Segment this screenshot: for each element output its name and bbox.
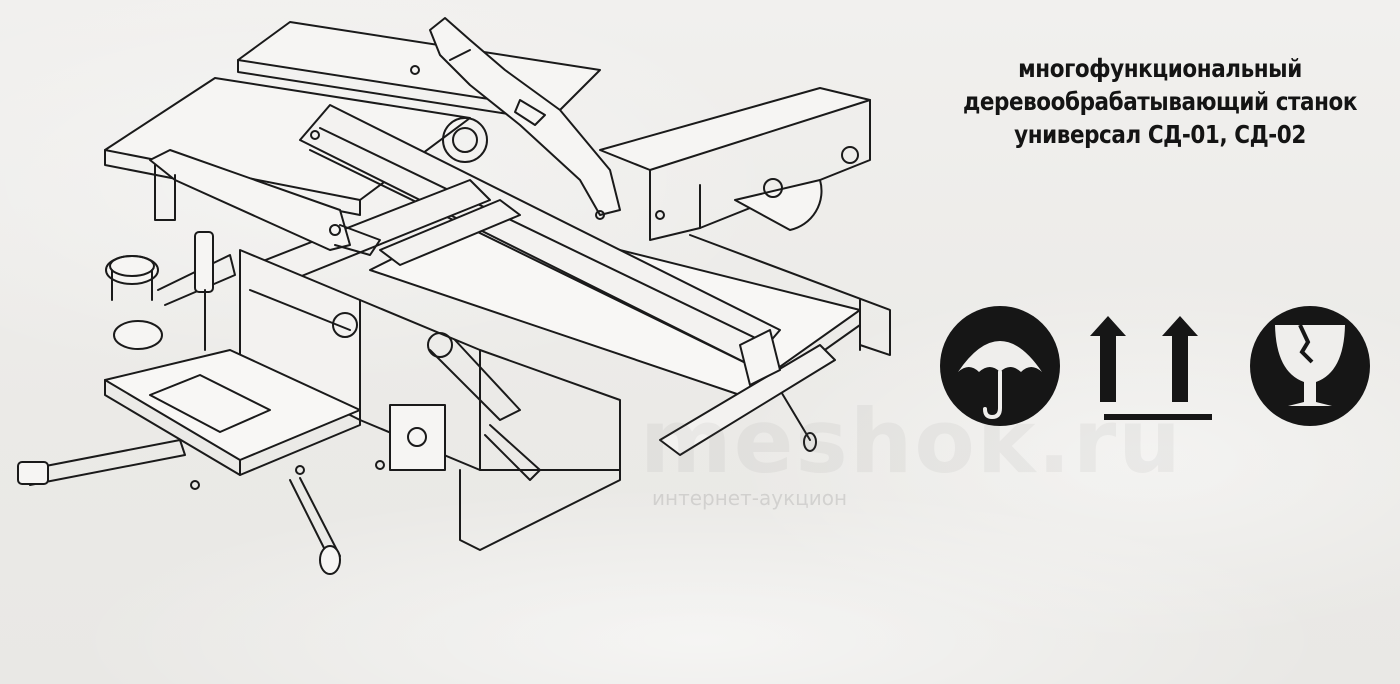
- title-line-1: многофункциональный: [1018, 54, 1302, 83]
- document-title: многофункциональный деревообрабатывающий…: [962, 52, 1358, 151]
- fragile-glass-icon: [1250, 306, 1370, 426]
- title-line-2: деревообрабатывающий станок: [962, 87, 1358, 116]
- this-way-up-icon: [1090, 316, 1212, 420]
- handling-symbols: [940, 306, 1370, 426]
- machine-drawing: [17, 17, 891, 575]
- umbrella-icon: [940, 306, 1060, 426]
- title-line-3: универсал СД-01, СД-02: [1014, 120, 1306, 149]
